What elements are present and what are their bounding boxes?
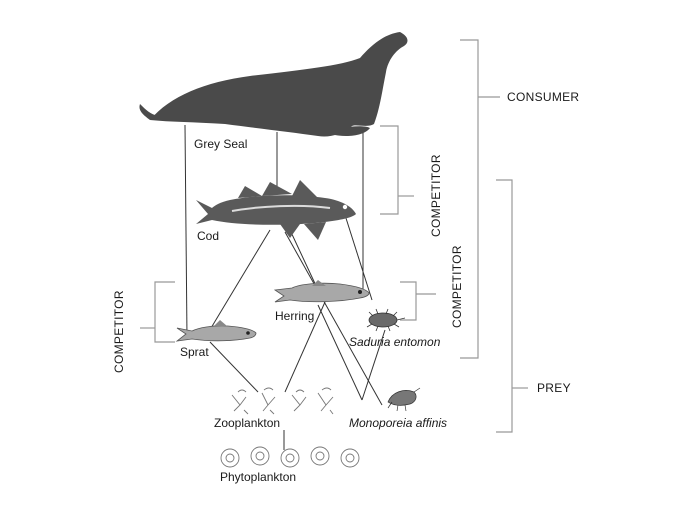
label-monoporeia: Monoporeia affinis [349,416,447,430]
label-saduria: Saduria entomon [349,335,441,349]
label-competitor-mid: COMPETITOR [450,245,464,328]
link-cod-zooplankton [289,229,319,291]
isopod-icon [366,308,406,332]
sprat-icon [175,320,257,342]
herring-icon [273,280,370,303]
amphipod-icon [387,387,421,412]
label-cod: Cod [197,229,219,243]
label-prey: PREY [537,381,571,395]
link-herring-saduria [317,304,363,401]
seal-flipper [330,126,370,136]
link-saduria-monoporeia [361,329,386,401]
seal-tail [139,104,158,120]
bracket-prey [496,179,513,433]
label-zooplankton: Zooplankton [214,416,280,430]
bracket-competitor-top [380,125,399,215]
bracket-competitor-left [154,281,175,343]
label-competitor-left: COMPETITOR [112,290,126,373]
link-cod-herring [344,214,373,301]
label-phytoplankton: Phytoplankton [220,470,296,484]
link-sprat-zooplankton [209,341,259,393]
bracket-consumer [460,39,479,359]
link-herring-zooplankton [284,301,326,393]
link-cod-monoporeia [284,231,383,406]
label-herring: Herring [275,309,314,323]
label-consumer: CONSUMER [507,90,579,104]
label-competitor-top: COMPETITOR [429,154,443,237]
brackets [140,39,528,433]
feeding-links [184,124,386,450]
link-seal-sprat [184,124,188,339]
zooplankton-icon [231,387,334,415]
label-grey-seal: Grey Seal [194,137,247,151]
bracket-competitor-mid [400,281,417,321]
link-cod-sprat [204,229,271,339]
label-sprat: Sprat [180,345,209,359]
seal-icon [150,32,408,137]
cod-icon [196,180,356,240]
phytoplankton-icon [220,446,360,468]
